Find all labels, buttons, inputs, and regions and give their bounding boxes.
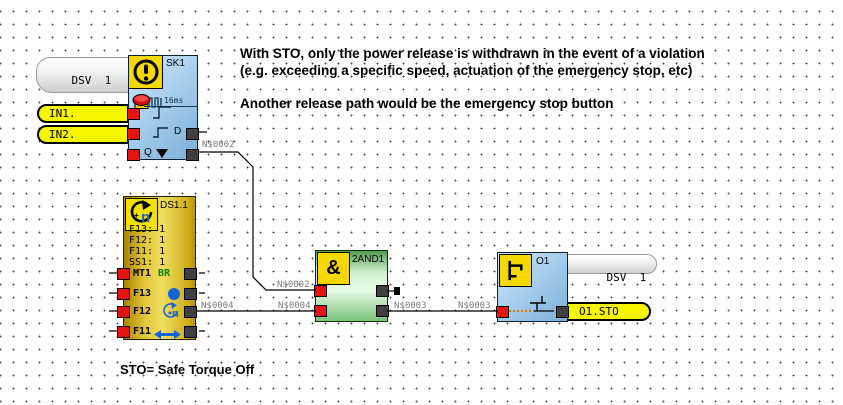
ds11-param-f13: F13: 1	[129, 224, 166, 235]
function-block-ds11[interactable]: + n DS1.1 F13: 1 F12: 1 F11: 1 SS1: 1 MT…	[117, 196, 197, 340]
net-label-n0002-dest: N$0002	[277, 280, 310, 290]
output-label-d: D	[174, 126, 182, 137]
ds11-f13-output-port[interactable]	[184, 288, 197, 300]
sk1-input-3-port[interactable]	[127, 149, 140, 161]
rotation-n-icon: n	[160, 301, 182, 328]
o1-output-port[interactable]	[556, 306, 569, 318]
dsv-tag-o1[interactable]: DSV 1	[567, 254, 657, 284]
ds11-param-ss1: SS1: 1	[129, 257, 166, 268]
net-label-n0003-source: N$0003	[394, 301, 427, 311]
ds11-param-f12: F12: 1	[129, 235, 166, 246]
ds11-f13-input-port[interactable]	[117, 288, 130, 300]
input-tag-in2-label: IN2.	[49, 128, 76, 141]
dsv-tag-top[interactable]: DSV 1	[36, 57, 129, 93]
timer-value: 16ms	[164, 96, 184, 105]
blue-dot-icon	[168, 288, 180, 300]
annotation-line-3[interactable]: Another release path would be the emerge…	[240, 96, 614, 111]
svg-text:n: n	[172, 308, 179, 320]
block-title-ds11: DS1.1	[160, 200, 188, 211]
ds11-mt1-output-port[interactable]	[184, 268, 197, 280]
annotation-line-2[interactable]: (e.g. exceeding a specific speed, actuat…	[240, 63, 693, 78]
sk1-input-2-port[interactable]	[127, 128, 140, 140]
dsv-tag-top-label: DSV 1	[71, 74, 112, 87]
sk1-input-1-port[interactable]	[127, 108, 140, 120]
ds11-f11-output-port[interactable]	[184, 326, 197, 338]
function-block-sk1[interactable]: SK1 16ms D Q	[127, 55, 199, 161]
rotation-speed-n-icon: + n	[125, 198, 158, 231]
ds11-row-mt1-label: MT1	[133, 268, 152, 279]
output-label-q: Q	[144, 147, 152, 158]
ds11-row-br-label: BR	[158, 268, 171, 279]
contact-switch-icon	[499, 254, 532, 287]
net-label-n0004-dest: N$0004	[278, 301, 311, 311]
ds11-row-f13-label: F13	[133, 288, 152, 299]
annotation-footer[interactable]: STO= Safe Torque Off	[120, 362, 255, 377]
ampersand-glyph: &	[326, 257, 341, 279]
output-tag-o1-sto-label: O1.STO	[579, 305, 619, 318]
emergency-stop-icon	[131, 93, 152, 116]
and1-input-1-port[interactable]	[314, 285, 327, 297]
ds11-f12-output-port[interactable]	[184, 306, 197, 318]
dsv-tag-o1-label: DSV 1	[606, 271, 647, 284]
sk1-output-q-port[interactable]	[186, 149, 199, 161]
svg-text:n: n	[141, 209, 150, 226]
net-label-n0002-source: N$0002	[202, 140, 235, 150]
double-arrow-icon	[154, 327, 181, 345]
svg-text:+: +	[134, 211, 139, 220]
annotation-line-1[interactable]: With STO, only the power release is with…	[240, 46, 705, 61]
ds11-row-f11-label: F11	[133, 326, 152, 337]
output-tag-o1-sto[interactable]: O1.STO	[565, 302, 651, 321]
block-title-o1: O1	[536, 256, 550, 267]
warning-exclamation-icon	[129, 56, 163, 89]
ds11-f12-input-port[interactable]	[117, 306, 130, 318]
and-ampersand-icon: &	[317, 252, 350, 285]
ds11-f11-input-port[interactable]	[117, 326, 130, 338]
and1-input-2-port[interactable]	[314, 305, 327, 317]
function-block-2and1[interactable]: & 2AND1	[314, 250, 389, 322]
net-label-n0003-dest: N$0003	[458, 301, 491, 311]
o1-input-port[interactable]	[496, 306, 509, 318]
ds11-mt1-input-port[interactable]	[117, 268, 130, 280]
sk1-output-d-port[interactable]	[186, 128, 199, 140]
block-title-sk1: SK1	[166, 58, 185, 69]
down-triangle-icon	[156, 149, 168, 158]
input-tag-in1-label: IN1.	[49, 107, 76, 120]
input-tag-in1[interactable]: IN1.	[37, 104, 129, 123]
ds11-row-f12-label: F12	[133, 306, 152, 317]
function-block-o1[interactable]: O1	[496, 252, 569, 322]
rising-edge-icon	[152, 105, 173, 125]
and1-output-1-port[interactable]	[376, 285, 389, 297]
input-tag-in2[interactable]: IN2.	[37, 125, 129, 144]
block-title-2and1: 2AND1	[352, 254, 385, 265]
and1-output-2-port[interactable]	[376, 305, 389, 317]
net-label-n0004-source: N$0004	[201, 301, 234, 311]
ds11-param-f11: F11: 1	[129, 246, 166, 257]
rising-edge-icon	[152, 126, 170, 144]
